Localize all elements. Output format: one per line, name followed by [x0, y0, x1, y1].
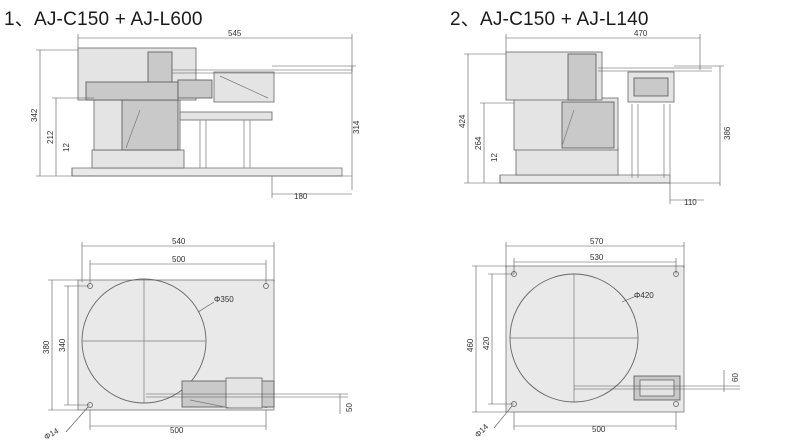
base-plate-right [499, 174, 671, 184]
dim-right-track-height: 60 [731, 373, 740, 382]
right-top-view: 570 530 460 420 Φ420 Φ14 500 60 [466, 237, 740, 439]
dim-right-width-outer: 570 [590, 237, 604, 246]
dim-right-height-small: 12 [490, 153, 499, 162]
pedestal-right [515, 147, 619, 176]
dim-left-track-height: 50 [345, 403, 354, 412]
dim-right-bottom-offset: 110 [684, 198, 697, 207]
dim-right-height-mid: 264 [474, 136, 483, 150]
right-side-elevation: 470 424 264 12 386 110 [458, 29, 732, 207]
dim-left-bottom-offset: 180 [294, 192, 308, 201]
feeder-table [179, 111, 273, 121]
dim-right-width-inner: 530 [590, 253, 604, 262]
left-top-view: 540 500 380 340 Φ350 Φ14 500 50 [42, 237, 354, 442]
dim-right-bottom-width: 500 [592, 425, 606, 434]
dim-left-height-total: 342 [30, 108, 39, 122]
dim-right-width-top: 470 [634, 29, 648, 38]
vibrator-core [121, 96, 179, 151]
dim-left-height-small: 12 [62, 143, 71, 152]
dim-left-width-outer: 540 [172, 237, 186, 246]
dim-right-height-total: 424 [458, 114, 467, 128]
pedestal [91, 149, 185, 169]
dim-right-bowl-dia: Φ420 [634, 291, 654, 300]
dim-left-width-inner: 500 [172, 255, 186, 264]
left-side-elevation: 545 342 212 12 314 180 [30, 29, 361, 201]
dim-left-height-mid: 212 [46, 130, 55, 144]
dim-right-height-outer: 460 [466, 338, 475, 352]
dim-right-height-inner: 420 [482, 336, 491, 350]
dim-left-width-top: 545 [228, 29, 242, 38]
dim-left-height-outer: 380 [42, 340, 51, 354]
dim-left-hole-dia: Φ14 [43, 426, 61, 442]
dim-right-hole-dia: Φ14 [473, 422, 491, 440]
dim-left-bottom-width: 500 [170, 426, 184, 435]
dim-left-bowl-dia: Φ350 [214, 295, 234, 304]
dim-left-height-right: 314 [352, 120, 361, 134]
diagram-title-right: 2、AJ-C150 + AJ-L140 [450, 9, 649, 30]
dim-right-height-right: 386 [723, 126, 732, 140]
diagram-title-left: 1、AJ-C150 + AJ-L600 [4, 9, 203, 30]
base-plate [71, 167, 343, 177]
dim-left-height-inner: 340 [58, 338, 67, 352]
